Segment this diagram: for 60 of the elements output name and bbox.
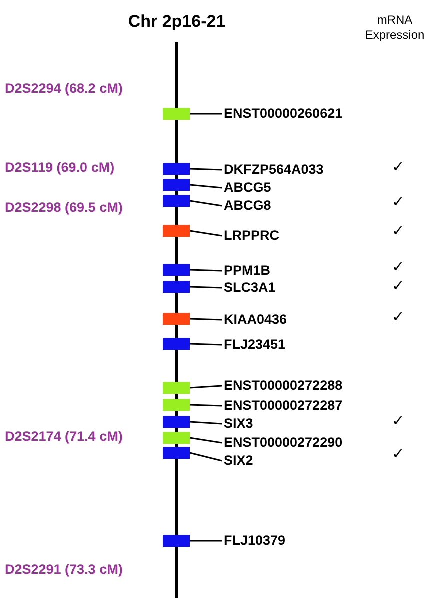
column-header: mRNA Expression — [364, 13, 426, 43]
gene-marker-bar — [163, 225, 190, 237]
gene-marker-bar — [163, 382, 190, 394]
gene-marker-bar — [163, 447, 190, 459]
gene-marker-bar — [163, 535, 190, 547]
leader-line — [190, 452, 222, 462]
leader-line — [190, 168, 222, 171]
leader-line — [190, 318, 222, 321]
marker-label: D2S2294 (68.2 cM) — [5, 81, 123, 97]
marker-label: D2S2174 (71.4 cM) — [5, 429, 123, 445]
gene-marker-bar — [163, 432, 190, 444]
leader-line — [190, 437, 222, 444]
marker-label: D2S119 (69.0 cM) — [5, 160, 115, 176]
leader-line — [190, 269, 222, 272]
leader-line — [190, 230, 222, 237]
gene-marker-bar — [163, 281, 190, 293]
marker-label: D2S2291 (73.3 cM) — [5, 562, 123, 578]
gene-marker-bar — [163, 195, 190, 207]
leader-line — [190, 286, 222, 289]
gene-marker-bar — [163, 264, 190, 276]
gene-name: ABCG8 — [224, 198, 272, 214]
check-mark: ✓ — [392, 310, 405, 326]
chromosome-title: Chr 2p16-21 — [127, 12, 227, 32]
leader-line — [190, 200, 222, 207]
gene-name: SLC3A1 — [224, 280, 276, 296]
gene-marker-bar — [163, 163, 190, 175]
gene-name: ENST00000272290 — [224, 435, 343, 451]
leader-line — [190, 113, 222, 115]
gene-marker-bar — [163, 108, 190, 120]
gene-marker-bar — [163, 313, 190, 325]
check-mark: ✓ — [392, 279, 405, 295]
gene-name: LRPPRC — [224, 228, 280, 244]
gene-name: DKFZP564A033 — [224, 162, 324, 178]
gene-name: ENST00000260621 — [224, 106, 343, 122]
leader-line — [190, 421, 222, 425]
check-mark: ✓ — [392, 195, 405, 211]
check-mark: ✓ — [392, 160, 405, 176]
check-mark: ✓ — [392, 224, 405, 240]
leader-line — [190, 343, 222, 346]
check-mark: ✓ — [392, 260, 405, 276]
gene-name: SIX3 — [224, 416, 254, 432]
gene-name: SIX2 — [224, 453, 254, 469]
leader-line — [190, 540, 222, 542]
gene-marker-bar — [163, 399, 190, 411]
gene-name: PPM1B — [224, 263, 271, 279]
gene-name: ABCG5 — [224, 180, 272, 196]
marker-label: D2S2298 (69.5 cM) — [5, 200, 123, 216]
gene-marker-bar — [163, 338, 190, 350]
leader-line — [190, 184, 222, 189]
gene-marker-bar — [163, 179, 190, 191]
gene-name: KIAA0436 — [224, 312, 288, 328]
gene-name: FLJ23451 — [224, 337, 286, 353]
gene-name: ENST00000272288 — [224, 378, 343, 394]
gene-name: ENST00000272287 — [224, 398, 343, 414]
check-mark: ✓ — [392, 447, 405, 463]
leader-line — [190, 385, 222, 389]
gene-marker-bar — [163, 416, 190, 428]
check-mark: ✓ — [392, 414, 405, 430]
leader-line — [190, 404, 222, 407]
gene-name: FLJ10379 — [224, 533, 286, 549]
